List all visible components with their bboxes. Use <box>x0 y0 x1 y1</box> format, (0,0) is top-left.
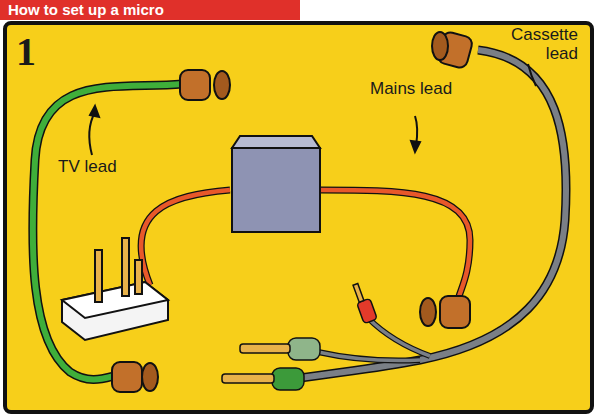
section-title: How to set up a micro <box>8 2 164 19</box>
part-label: Cassette lead <box>500 26 578 63</box>
part-label: Mains lead <box>370 80 452 99</box>
part-label: TV lead <box>58 158 117 177</box>
step-number: 1 <box>16 30 36 74</box>
